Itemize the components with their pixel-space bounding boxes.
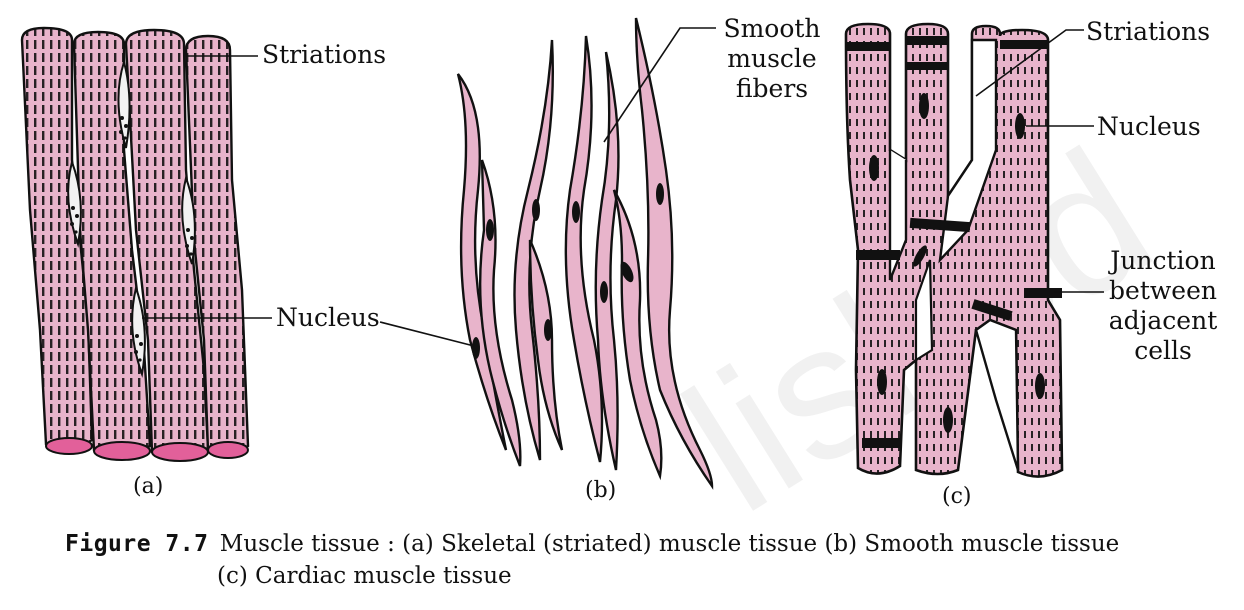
smooth-muscle-tissue	[379, 17, 716, 490]
junction-label-line: Junction	[1110, 246, 1216, 275]
cardiac-nucleus	[869, 155, 879, 181]
striations-label-c: Striations	[1086, 17, 1211, 46]
smooth-fiber	[612, 189, 663, 481]
intercalated-disc	[846, 42, 890, 51]
smooth-fiber	[528, 239, 564, 451]
smooth-label-line: muscle	[727, 44, 817, 73]
skeletal-fiber	[20, 26, 94, 455]
smooth-fibers-pointer	[603, 27, 716, 143]
intercalated-disc	[856, 250, 900, 260]
panel-label-a: (a)	[133, 474, 164, 499]
skeletal-fiber	[72, 30, 152, 461]
smooth-fiber	[564, 35, 604, 463]
cardiac-nucleus	[1015, 113, 1025, 139]
junction-label: Junction between adjacent cells	[1098, 246, 1228, 366]
nucleus-label-c: Nucleus	[1097, 112, 1201, 141]
panel-label-b: (b)	[585, 478, 617, 503]
smooth-fiber	[478, 159, 522, 467]
cardiac-nucleus	[943, 407, 953, 433]
smooth-label-line: fibers	[735, 74, 809, 103]
cardiac-nucleus	[919, 93, 929, 119]
intercalated-disc	[862, 438, 902, 448]
intercalated-disc	[1024, 288, 1062, 298]
figure-number: Figure 7.7	[65, 531, 209, 557]
skeletal-muscle-tissue	[20, 26, 272, 462]
skeletal-nucleus	[67, 158, 82, 248]
junction-label-line: cells	[1134, 336, 1192, 365]
caption-line-1: Muscle tissue : (a) Skeletal (striated) …	[219, 531, 1120, 557]
skeletal-nucleus	[131, 284, 146, 378]
intercalated-disc	[1000, 40, 1048, 49]
smooth-muscle-fibers-label: Smooth muscle fibers	[718, 14, 826, 104]
striations-label-a: Striations	[262, 40, 387, 69]
caption-line-2: (c) Cardiac muscle tissue	[217, 563, 512, 589]
skeletal-fiber	[124, 28, 210, 462]
smooth-fiber	[634, 17, 714, 490]
skeletal-fiber	[184, 34, 250, 459]
junction-label-line: between	[1109, 276, 1217, 305]
intercalated-disc	[909, 217, 971, 233]
cardiac-nucleus	[1035, 373, 1045, 399]
intercalated-disc	[906, 36, 948, 45]
cardiac-nucleus	[913, 245, 927, 267]
panel-label-c: (c)	[942, 484, 972, 509]
cardiac-muscle-tissue	[844, 22, 1104, 478]
nucleus-label-a: Nucleus	[276, 303, 380, 332]
cardiac-nucleus	[877, 369, 887, 395]
intercalated-disc	[906, 62, 948, 70]
smooth-label-line: Smooth	[723, 14, 821, 43]
intercalated-disc	[971, 299, 1013, 321]
smooth-fiber	[513, 39, 554, 461]
skeletal-nucleus	[181, 174, 196, 265]
nucleus-pointer-b	[379, 321, 475, 347]
smooth-fiber	[456, 73, 508, 451]
striations-pointer-c	[975, 29, 1084, 97]
skeletal-nucleus	[117, 58, 131, 149]
figure-caption: Figure 7.7 Muscle tissue : (a) Skeletal …	[65, 528, 1119, 592]
junction-label-line: adjacent	[1108, 306, 1218, 335]
